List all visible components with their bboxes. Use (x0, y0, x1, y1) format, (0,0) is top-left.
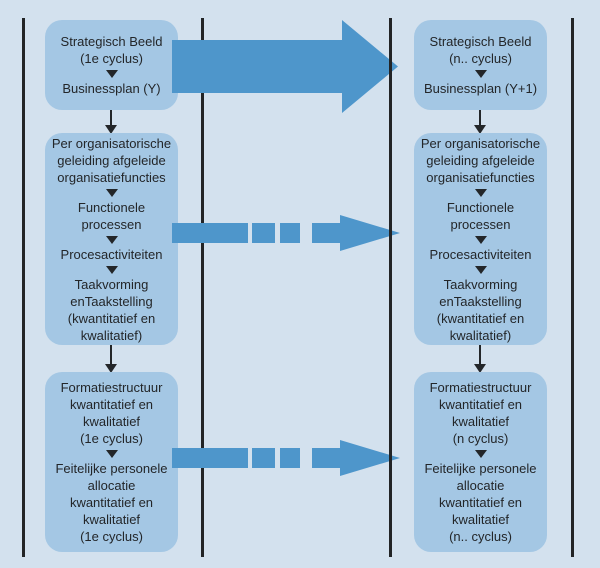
swimlane-line-left-outer (22, 18, 25, 557)
box-formatiestructuur-cycle1: Formatiestructuur kwantitatief en kwalit… (45, 372, 178, 552)
down-triangle-icon (105, 188, 118, 197)
connector-arrow-down (105, 345, 117, 373)
box-text: Procesactiviteiten (429, 246, 532, 262)
big-arrow-middle-dashed-icon (172, 213, 402, 255)
big-arrow-top-icon (172, 18, 400, 115)
box-strategisch-beeld-cycle1: Strategisch Beeld (1e cyclus) Businesspl… (45, 20, 178, 110)
down-triangle-icon (474, 188, 487, 197)
connector-stem (110, 110, 112, 127)
box-formatiestructuur-cyclen: Formatiestructuur kwantitatief en kwalit… (414, 372, 547, 552)
down-triangle-icon (105, 235, 118, 244)
connector-stem (479, 345, 481, 366)
connector-arrow-down (474, 110, 486, 134)
connector-arrowhead-icon (105, 364, 117, 373)
down-triangle-icon (474, 450, 487, 458)
swimlane-line-right-inner (389, 18, 392, 557)
down-triangle-icon (474, 235, 487, 244)
connector-stem (110, 345, 112, 366)
connector-arrow-down (105, 110, 117, 134)
box-text: Formatiestructuur kwantitatief en kwalit… (60, 380, 163, 446)
box-text: Per organisatorische geleiding afgeleide… (51, 135, 172, 185)
box-text: Per organisatorische geleiding afgeleide… (420, 135, 541, 185)
box-text: Functionele processen (77, 199, 146, 232)
swimlane-line-right-outer (571, 18, 574, 557)
box-text: Feitelijke personele allocatie kwantitat… (424, 461, 537, 544)
down-triangle-icon (105, 265, 118, 274)
connector-arrowhead-icon (474, 364, 486, 373)
swimlane-line-left-inner (201, 18, 204, 557)
down-triangle-icon (474, 265, 487, 274)
down-triangle-icon (474, 70, 487, 78)
connector-arrow-down (474, 345, 486, 373)
box-organisatiefuncties-cyclen: Per organisatorische geleiding afgeleide… (414, 133, 547, 345)
box-text: Functionele processen (446, 199, 515, 232)
down-triangle-icon (105, 450, 118, 458)
box-text: Businessplan (Y) (62, 81, 161, 96)
box-text: Strategisch Beeld (1e cyclus) (60, 34, 163, 66)
connector-arrowhead-icon (474, 125, 486, 134)
box-text: Formatiestructuur kwantitatief en kwalit… (429, 380, 532, 446)
big-arrow-bottom-dashed-icon (172, 438, 402, 480)
connector-arrowhead-icon (105, 125, 117, 134)
down-triangle-icon (105, 70, 118, 78)
connector-stem (479, 110, 481, 127)
box-organisatiefuncties-cycle1: Per organisatorische geleiding afgeleide… (45, 133, 178, 345)
box-strategisch-beeld-cyclen: Strategisch Beeld (n.. cyclus) Businessp… (414, 20, 547, 110)
box-text: Feitelijke personele allocatie kwantitat… (55, 461, 168, 544)
box-text: Procesactiviteiten (60, 246, 163, 262)
box-text: Taakvorming enTaakstelling (kwantitatief… (436, 276, 525, 343)
box-text: Strategisch Beeld (n.. cyclus) (429, 34, 532, 66)
box-text: Taakvorming enTaakstelling (kwantitatief… (67, 276, 156, 343)
box-text: Businessplan (Y+1) (423, 81, 538, 96)
